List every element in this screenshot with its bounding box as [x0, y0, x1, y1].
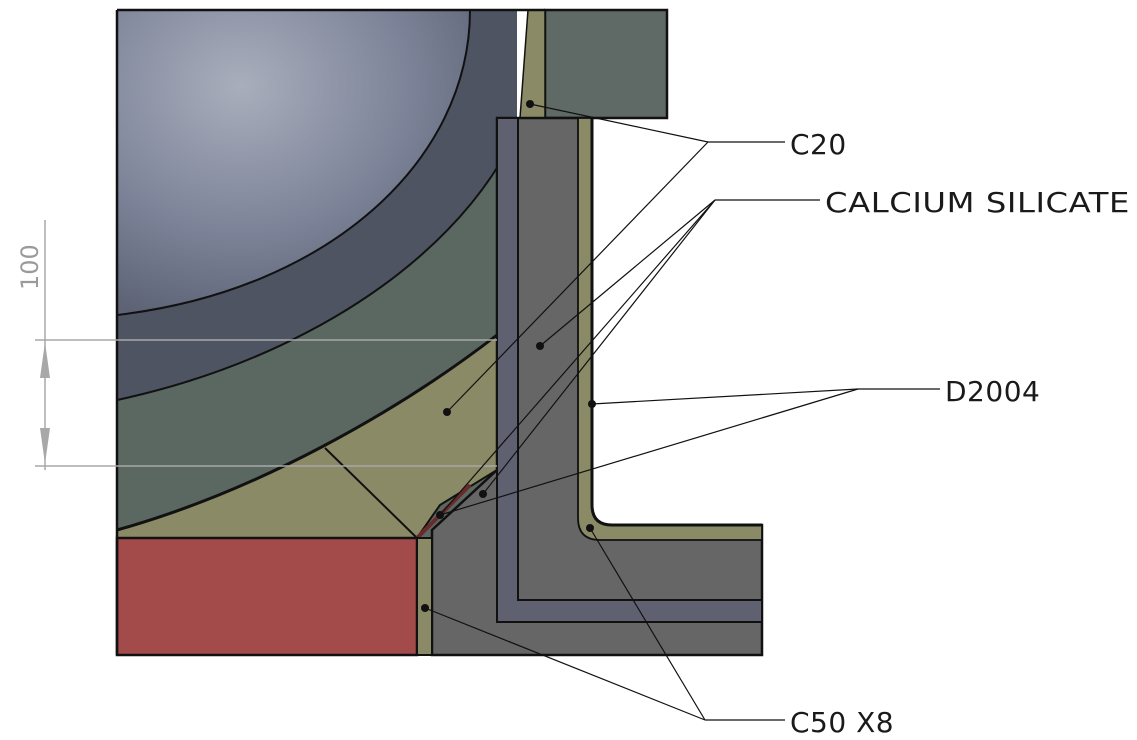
callout-c50x8: C50 X8: [790, 706, 894, 739]
callout-d2004: D2004: [945, 375, 1040, 408]
dome-inner-surface: [117, 10, 472, 317]
outer-casing-edge: [590, 118, 762, 527]
green-layer-boundary: [116, 333, 498, 532]
dim-arrow-bottom: [40, 428, 50, 464]
diagonal-seam: [324, 447, 418, 539]
dim-arrow-top: [40, 342, 50, 378]
leaders-c50x8: [421, 524, 785, 721]
leaders-c20: [443, 100, 785, 416]
calcium-silicate-band: [496, 117, 763, 623]
leaders-d2004: [436, 388, 940, 519]
leaders-calcium-silicate: [439, 199, 820, 516]
callout-c20: C20: [790, 128, 847, 161]
c50x8-strip: [416, 537, 433, 656]
dimension-label: 100: [16, 244, 44, 290]
top-block: [543, 8, 669, 120]
callout-calcium-silicate: CALCIUM SILICATE: [825, 186, 1130, 219]
red-block: [115, 536, 419, 657]
dimension-100: 100: [16, 220, 497, 470]
